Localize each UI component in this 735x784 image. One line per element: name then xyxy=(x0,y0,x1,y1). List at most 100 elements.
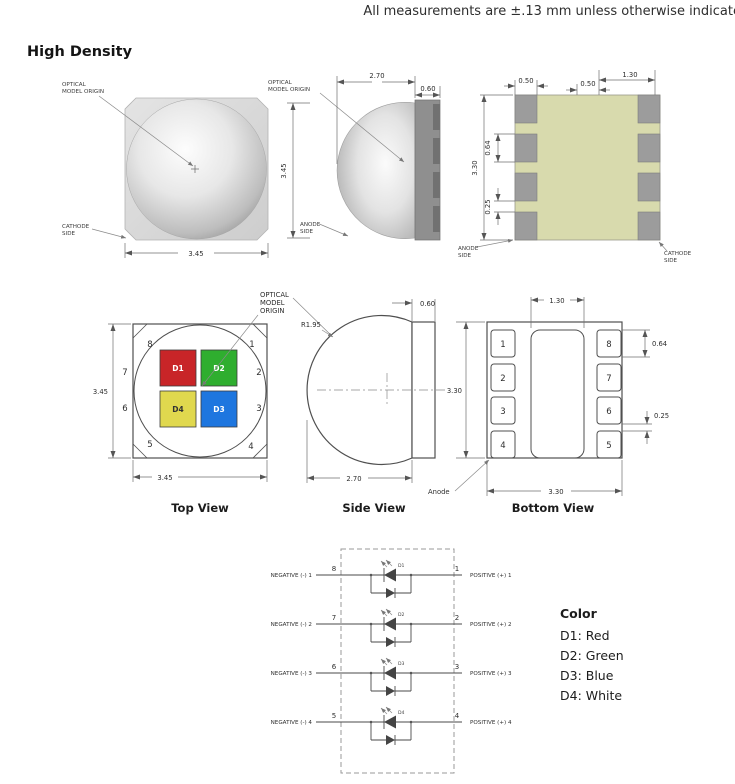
dim-pad-height: 0.64 xyxy=(484,133,515,163)
pin-number-7: 7 xyxy=(122,368,127,378)
optical-label-line3: ORIGIN xyxy=(260,307,284,315)
negative-label-4: NEGATIVE (-) 4 xyxy=(271,720,313,726)
dim-body-width: 3.45 xyxy=(124,243,269,258)
pin-6: 6 xyxy=(332,663,337,671)
diode-designator-1: D1 xyxy=(398,563,405,569)
top-view-drawing: 8 1 7 2 6 3 5 4 D1 D2 D4 D3 xyxy=(93,291,385,515)
solder-pads-right xyxy=(637,94,661,241)
negative-label-3: NEGATIVE (-) 3 xyxy=(271,671,313,677)
package-base xyxy=(514,94,661,241)
package-boundary xyxy=(340,548,455,774)
optical-label-line2: MODEL ORIGIN xyxy=(62,89,104,95)
optical-label-line1: OPTICAL xyxy=(260,291,289,299)
diode-designator-3: D3 xyxy=(398,661,405,667)
optical-label-line1: OPTICAL xyxy=(62,82,87,88)
substrate-pad xyxy=(433,206,440,232)
cathode-label-line1: CATHODE xyxy=(62,224,90,230)
pad-number-6: 6 xyxy=(606,407,611,417)
positive-label-1: POSITIVE (+) 1 xyxy=(470,573,512,579)
legend-item-d2: D2: Green xyxy=(560,648,624,663)
pin-2: 2 xyxy=(455,614,459,622)
dim-0-64: 0.64 xyxy=(652,340,667,348)
protection-diode-symbol xyxy=(386,735,396,745)
pad-number-3: 3 xyxy=(500,407,505,417)
cathode-label-line2: SIDE xyxy=(62,231,76,237)
pad-number-5: 5 xyxy=(606,441,611,451)
protection-diode-symbol xyxy=(386,686,396,696)
anode-side-label: ANODE SIDE xyxy=(300,222,349,237)
pin-5: 5 xyxy=(332,712,336,720)
anode-label-line2: SIDE xyxy=(458,253,472,259)
dim-pad-height: 0.64 xyxy=(622,329,667,358)
measurement-note: All measurements are ±.13 mm unless othe… xyxy=(363,4,735,19)
die-d4: D4 xyxy=(159,390,197,428)
protection-diode-symbol xyxy=(386,637,396,647)
negative-label-1: NEGATIVE (-) 1 xyxy=(271,573,313,579)
dim-substrate: 0.60 xyxy=(392,299,436,321)
led-symbol: D4 xyxy=(380,706,405,729)
die-d3-label: D3 xyxy=(213,405,224,414)
pin-1: 1 xyxy=(455,565,459,573)
die-d1: D1 xyxy=(159,349,197,387)
render-top-view: OPTICAL MODEL ORIGIN CATHODE SIDE 3.45 xyxy=(62,82,269,258)
radius-label: R1.95 xyxy=(301,321,334,338)
solder-pads-left xyxy=(514,94,538,241)
pin-number-1: 1 xyxy=(249,340,254,350)
positive-label-4: POSITIVE (+) 4 xyxy=(470,720,512,726)
substrate-pad xyxy=(433,104,440,130)
die-d3: D3 xyxy=(200,390,238,428)
anode-label-line2: SIDE xyxy=(300,229,314,235)
dim-3-45-height: 3.45 xyxy=(280,163,288,178)
schematic-diagram: NEGATIVE (-) 1 POSITIVE (+) 1 8 1 D1 xyxy=(271,548,512,774)
dim-width: 3.30 xyxy=(486,460,623,496)
pin-number-6: 6 xyxy=(122,404,127,414)
pad-number-4: 4 xyxy=(500,441,505,451)
schematic-row-3: NEGATIVE (-) 3 POSITIVE (+) 3 6 3 D3 xyxy=(271,657,512,696)
anode-label: Anode xyxy=(428,488,450,496)
render-bottom-view: 0.50 0.50 1.30 3.30 xyxy=(458,70,692,264)
dim-width: 3.45 xyxy=(132,460,268,482)
pin-3: 3 xyxy=(455,663,459,671)
dim-3-45-width: 3.45 xyxy=(188,250,203,258)
die-d4-rect xyxy=(159,390,197,428)
dim-3-30-left: 3.30 xyxy=(447,387,462,395)
dim-3-45-bottom: 3.45 xyxy=(157,474,172,482)
lens-outline xyxy=(133,324,267,458)
dim-3-30-bottom: 3.30 xyxy=(548,488,563,496)
package-outline xyxy=(486,321,623,459)
dim-pad-width-right: 0.50 xyxy=(566,70,610,95)
dim-0-60: 0.60 xyxy=(420,300,435,308)
center-cross xyxy=(191,165,199,173)
pin-number-2: 2 xyxy=(256,368,261,378)
dim-height: 3.45 xyxy=(93,323,131,459)
dim-0-64: 0.64 xyxy=(484,140,492,155)
legend-item-d4: D4: White xyxy=(560,688,622,703)
pad-number-8: 8 xyxy=(606,340,611,350)
optical-label-line1: OPTICAL xyxy=(268,80,293,86)
optical-origin-label: OPTICAL MODEL ORIGIN xyxy=(62,82,104,95)
pad-number-1: 1 xyxy=(500,340,505,350)
cathode-side-label: CATHODE SIDE xyxy=(658,241,692,264)
pads-right: 8 7 6 5 xyxy=(596,329,622,459)
dim-0-50-left: 0.50 xyxy=(518,77,533,85)
schematic-row-1: NEGATIVE (-) 1 POSITIVE (+) 1 8 1 D1 xyxy=(271,559,512,598)
dim-0-60: 0.60 xyxy=(420,85,435,93)
diode-designator-2: D2 xyxy=(398,612,405,618)
positive-label-2: POSITIVE (+) 2 xyxy=(470,622,512,628)
die-d1-label: D1 xyxy=(172,364,183,373)
dim-pad-gap: 0.25 xyxy=(484,188,515,225)
die-d1-rect xyxy=(159,349,197,387)
dim-1-30: 1.30 xyxy=(549,297,564,305)
substrate-pad xyxy=(433,172,440,198)
dim-0-25: 0.25 xyxy=(484,199,492,214)
cathode-side-label: CATHODE SIDE xyxy=(62,224,127,239)
dim-2-70: 2.70 xyxy=(346,475,361,483)
pin-number-4: 4 xyxy=(248,442,253,452)
led-symbol: D3 xyxy=(380,657,405,680)
schematic-row-2: NEGATIVE (-) 2 POSITIVE (+) 2 7 2 D2 xyxy=(271,608,512,647)
cathode-label-line2: SIDE xyxy=(664,258,678,264)
pin-7: 7 xyxy=(332,614,336,622)
page-title: High Density xyxy=(27,44,133,60)
